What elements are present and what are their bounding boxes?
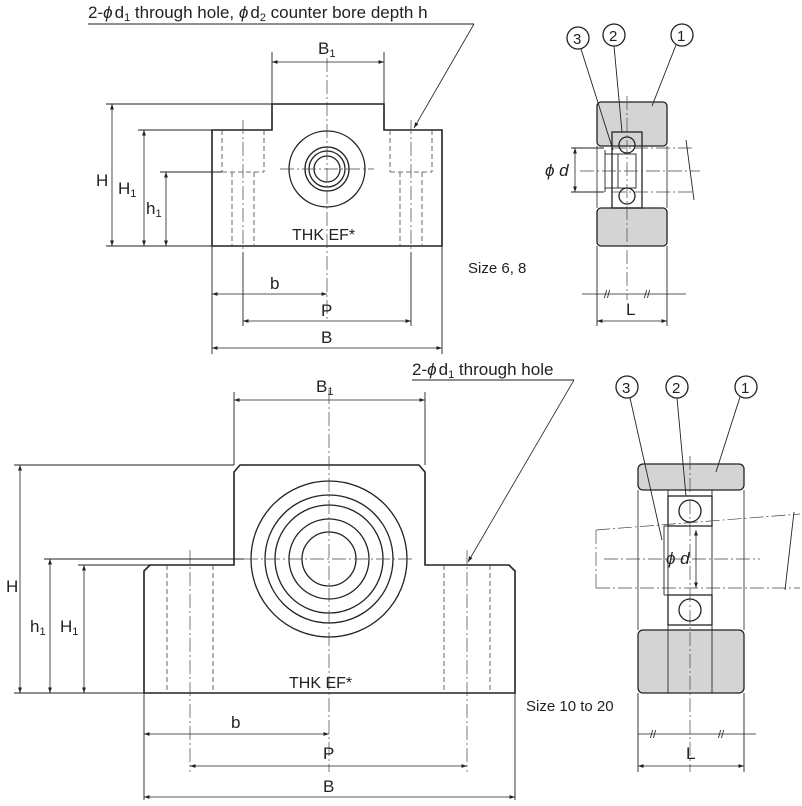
top-dim-H1-label: H1 — [118, 179, 136, 200]
top-brand-label: THK EF* — [292, 227, 355, 244]
svg-text:1: 1 — [741, 380, 749, 397]
top-side-tick-left: // — [604, 289, 611, 301]
top-dim-P-label: P — [321, 301, 332, 320]
bottom-dim-b-label: b — [231, 713, 240, 732]
top-size-label: Size 6, 8 — [468, 260, 526, 277]
top-side-view: ϕ d // // L 3 2 1 — [545, 23, 700, 326]
bottom-callout-leader — [467, 379, 575, 563]
top-dim-B1-label: B1 — [318, 39, 335, 60]
bottom-side-tick-right: // — [718, 729, 725, 741]
bottom-side-dim-L-label: L — [686, 744, 695, 763]
top-part-balloons: 3 2 1 — [566, 23, 694, 151]
svg-text:3: 3 — [573, 31, 581, 48]
bottom-dim-H1-label: H1 — [60, 617, 78, 638]
bottom-side-housing-upper — [637, 463, 745, 491]
top-side-dim-d-label: ϕ d — [545, 161, 569, 180]
bottom-size-label: Size 10 to 20 — [526, 698, 614, 715]
top-dim-B-label: B — [321, 328, 332, 347]
bottom-part-balloons: 3 2 1 — [615, 375, 758, 541]
top-callout-leader — [413, 23, 475, 129]
bottom-dim-B-label: B — [323, 777, 334, 796]
top-side-dim-L-label: L — [626, 300, 635, 319]
top-side-housing-upper — [596, 101, 668, 147]
top-bearing-circles — [280, 58, 374, 320]
top-side-tick-right: // — [644, 289, 651, 301]
bottom-side-dim-d-label: ϕ d — [666, 549, 690, 568]
bottom-side-housing-lower — [637, 629, 745, 694]
bottom-side-view: ϕ d // // L 3 2 1 — [595, 375, 801, 772]
top-dim-b-label: b — [270, 274, 279, 293]
svg-text:1: 1 — [677, 28, 685, 45]
top-bolt-holes — [221, 120, 433, 252]
svg-text:3: 3 — [622, 380, 630, 397]
bottom-dim-B1-label: B1 — [316, 377, 333, 398]
svg-text:2: 2 — [672, 380, 680, 397]
bottom-block-outline — [143, 464, 516, 694]
bottom-dim-h1-label: h1 — [30, 617, 46, 638]
bottom-bearing-circles — [244, 390, 414, 772]
top-dim-H-label: H — [96, 171, 108, 190]
top-side-housing-lower — [596, 207, 668, 247]
bottom-dim-P-label: P — [323, 744, 334, 763]
svg-text:2: 2 — [609, 28, 617, 45]
top-dim-h1-label: h1 — [146, 199, 162, 220]
bottom-dim-H-label: H — [6, 577, 18, 596]
bottom-brand-label: THK EF* — [289, 675, 352, 692]
bottom-side-tick-left: // — [650, 729, 657, 741]
